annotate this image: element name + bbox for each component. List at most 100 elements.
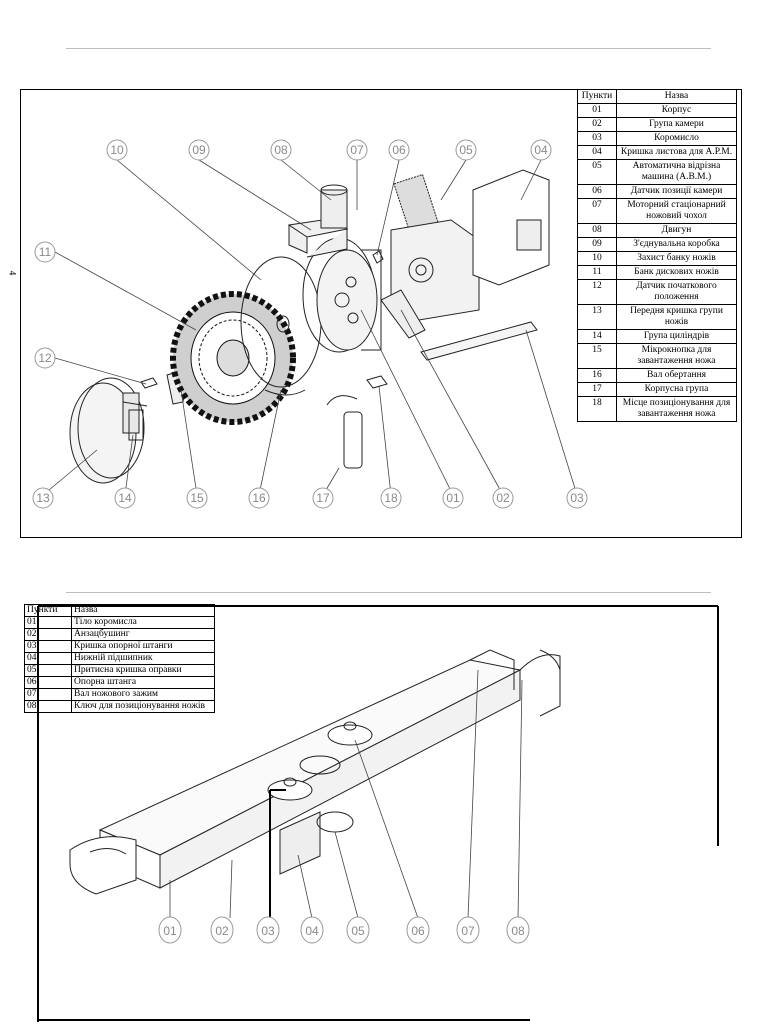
callout-04: 04 [530, 139, 552, 161]
support-rod-top [327, 724, 373, 746]
row-num: 12 [577, 279, 617, 305]
header-name: Назва [616, 89, 737, 104]
callout-b-03: 03 [256, 916, 280, 944]
camera-sensor [372, 250, 384, 264]
svg-text:18: 18 [384, 491, 398, 505]
callout-07: 07 [346, 139, 368, 161]
row-num: 02 [24, 628, 72, 641]
callout-b-07: 07 [456, 916, 480, 944]
header-num: Пункти [24, 604, 72, 617]
row-num: 18 [577, 396, 617, 422]
callout-17: 17 [312, 487, 334, 509]
body-group [326, 395, 363, 469]
row-name: Передня кришка групи ножів [616, 304, 737, 330]
row-name: Нижній підшипник [71, 652, 215, 665]
row-name: Автоматична відрізна машина (А.В.М.) [616, 159, 737, 185]
svg-text:17: 17 [316, 491, 330, 505]
lower-bearing [279, 811, 321, 875]
row-name: Анзацбушинг [71, 628, 215, 641]
row-name: Кришка опорної штанги [71, 640, 215, 653]
top-divider [66, 48, 711, 49]
callout-b-04: 04 [300, 916, 324, 944]
callout-03: 03 [566, 487, 588, 509]
positioning-spot [366, 375, 388, 389]
row-name: Група циліндрів [616, 329, 737, 344]
row-num: 05 [577, 159, 617, 185]
svg-text:11: 11 [39, 245, 52, 259]
callout-18: 18 [380, 487, 402, 509]
svg-text:05: 05 [459, 143, 473, 157]
callout-b-08: 08 [506, 916, 530, 944]
callout-15: 15 [186, 487, 208, 509]
header-name: Назва [71, 604, 215, 617]
row-num: 17 [577, 382, 617, 397]
svg-text:12: 12 [38, 351, 52, 365]
row-num: 04 [577, 145, 617, 160]
callout-13: 13 [32, 487, 54, 509]
row-name: Корпус [616, 103, 737, 118]
row-num: 04 [24, 652, 72, 665]
svg-text:14: 14 [118, 491, 132, 505]
row-num: 08 [577, 223, 617, 238]
row-name: З'єднувальна коробка [616, 237, 737, 252]
home-sensor [140, 377, 158, 389]
svg-text:03: 03 [261, 924, 275, 938]
callout-b-05: 05 [346, 916, 370, 944]
row-num: 16 [577, 368, 617, 383]
bottom-rocker-drawing: 01 02 03 04 05 06 07 08 [69, 649, 561, 944]
svg-text:15: 15 [190, 491, 204, 505]
row-num: 13 [577, 304, 617, 330]
cover-sheet [472, 169, 550, 286]
row-num: 07 [24, 688, 72, 701]
row-num: 08 [24, 700, 72, 713]
row-name: Моторний стаціонарний ножовий чохол [616, 198, 737, 224]
row-name: Притисна кришка оправки [71, 664, 215, 677]
callout-11: 11 [34, 241, 56, 263]
callout-b-02: 02 [210, 916, 234, 944]
row-num: 09 [577, 237, 617, 252]
svg-text:04: 04 [534, 143, 548, 157]
header-num: Пункти [577, 89, 617, 104]
svg-text:02: 02 [496, 491, 510, 505]
top-figure-frame [20, 89, 742, 538]
svg-text:13: 13 [36, 491, 50, 505]
row-name: Вал обертання [616, 368, 737, 383]
motor [320, 184, 348, 229]
right-fork [469, 649, 561, 717]
front-cover-disc [69, 377, 145, 484]
svg-text:06: 06 [392, 143, 406, 157]
svg-text:06: 06 [411, 924, 425, 938]
table-header-row: Пункти Назва [24, 604, 215, 617]
svg-text:04: 04 [305, 924, 319, 938]
row-num: 10 [577, 251, 617, 266]
svg-text:05: 05 [351, 924, 365, 938]
row-num: 14 [577, 329, 617, 344]
row-name: Група камери [616, 117, 737, 132]
row-num: 06 [577, 184, 617, 199]
callout-06: 06 [388, 139, 410, 161]
row-name: Місце позиціонування для завантаження но… [616, 396, 737, 422]
callout-16: 16 [248, 487, 270, 509]
svg-text:07: 07 [461, 924, 475, 938]
cylinder-group [122, 392, 148, 441]
row-num: 01 [24, 616, 72, 629]
svg-text:01: 01 [446, 491, 460, 505]
row-name: Опорна штанга [71, 676, 215, 689]
pressure-cover [267, 779, 313, 801]
